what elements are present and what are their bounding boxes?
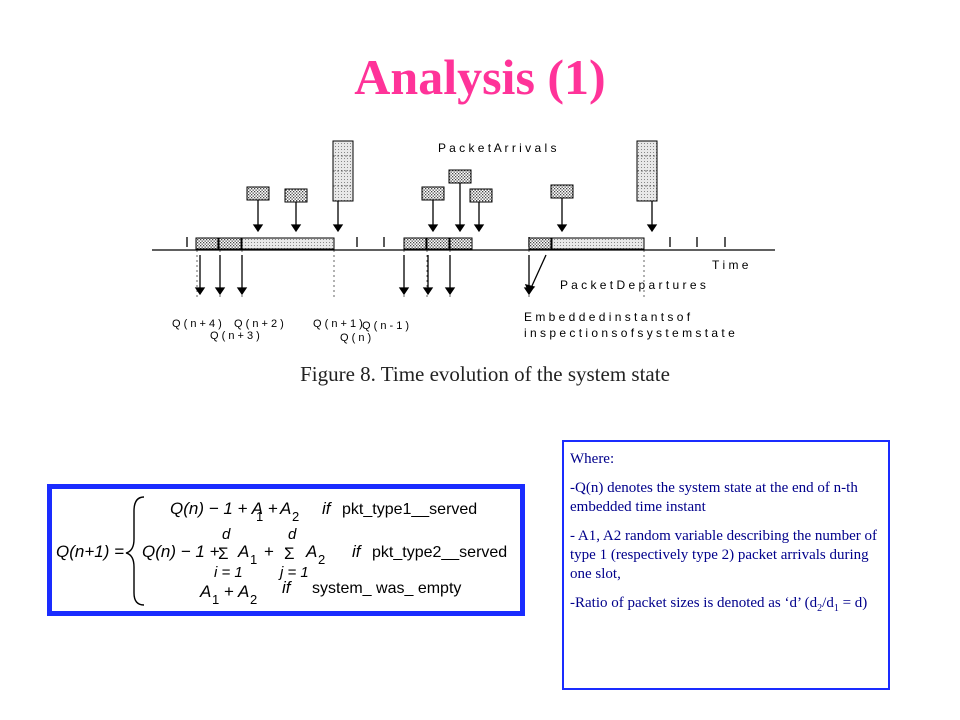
case3-sub1: 1 xyxy=(212,592,219,607)
served-packets xyxy=(195,237,645,250)
where-item-a: - A1, A2 random variable describing the … xyxy=(570,528,878,582)
case2-plus: + xyxy=(264,542,274,561)
slide-title: Analysis (1) xyxy=(354,49,606,105)
where-box: Where: -Q(n) denotes the system state at… xyxy=(562,440,890,690)
case1-a2: A xyxy=(279,499,291,518)
where-item-d: -Ratio of packet sizes is denoted as ‘d’… xyxy=(570,594,880,618)
case2-d2: d xyxy=(288,526,297,543)
case1-expr: Q(n) − 1 + A xyxy=(170,499,263,518)
packet-departures-label: P a c k e t D e p a r t u r e s xyxy=(560,278,706,292)
case2-a1: A xyxy=(237,542,249,561)
q-n-label: Q ( n ) xyxy=(340,332,371,344)
formula-box: Q(n+1) = Q(n) − 1 + A 1 + A 2 if pkt_typ… xyxy=(47,484,525,616)
figure-caption-text: Figure 8. Time evolution of the system s… xyxy=(300,362,670,386)
case3-plus: + xyxy=(224,582,234,601)
case3-a1: A xyxy=(199,582,211,601)
case2-sigma1: Σ xyxy=(218,544,229,563)
where-item-q: -Q(n) denotes the system state at the en… xyxy=(570,480,858,515)
formula-svg: Q(n+1) = Q(n) − 1 + A 1 + A 2 if pkt_typ… xyxy=(56,496,507,607)
where-sub-2: 2 xyxy=(817,603,823,614)
where-item-d-mid: /d xyxy=(822,595,834,611)
case2-d1: d xyxy=(222,526,231,543)
q-n4-label: Q ( n + 4 ) xyxy=(172,318,222,330)
time-label: T i m e xyxy=(712,258,749,272)
case1-cond: pkt_type1__served xyxy=(342,501,477,518)
embedded-instants-label-2: i n s p e c t i o n s o f s y s t e m s … xyxy=(524,326,735,340)
where-sub-1: 1 xyxy=(833,603,839,614)
case2-a2: A xyxy=(305,542,317,561)
case3-if: if xyxy=(282,578,293,597)
departure-arrows xyxy=(194,254,547,296)
departure-guides xyxy=(196,250,645,300)
case2-i-eq-1: i = 1 xyxy=(214,564,243,581)
q-n1-label: Q ( n + 1 ) xyxy=(313,318,363,330)
q-nm1-label: Q ( n - 1 ) xyxy=(362,320,409,332)
case3-sub2: 2 xyxy=(250,592,257,607)
case2-expr: Q(n) − 1 + xyxy=(142,542,220,561)
embedded-instants-label-1: E m b e d d e d i n s t a n t s o f xyxy=(524,310,691,324)
q-n3-label: Q ( n + 3 ) xyxy=(210,330,260,342)
figure-caption: Figure 8. Time evolution of the system s… xyxy=(0,362,960,387)
case2-cond: pkt_type2__served xyxy=(372,544,507,561)
case1-if: if xyxy=(322,499,333,518)
case2-sigma2: Σ xyxy=(284,544,295,563)
q-n2-label: Q ( n + 2 ) xyxy=(234,318,284,330)
formula-lhs: Q(n+1) = xyxy=(56,542,124,561)
case1-sub2: 2 xyxy=(292,509,299,524)
case2-sub1: 1 xyxy=(250,552,257,567)
time-evolution-diagram: P a c k e t A r r i v a l s T i m e P a … xyxy=(152,140,775,344)
arrival-arrows xyxy=(252,183,658,233)
packet-arrivals-label: P a c k e t A r r i v a l s xyxy=(438,141,557,155)
left-brace xyxy=(125,496,145,606)
case2-if: if xyxy=(352,542,363,561)
where-heading: Where: xyxy=(570,451,615,467)
case1-sub1: 1 xyxy=(256,509,263,524)
case2-j-eq-1: j = 1 xyxy=(278,564,309,581)
case2-sub2: 2 xyxy=(318,552,325,567)
case1-plus: + xyxy=(268,499,278,518)
case3-a2: A xyxy=(237,582,249,601)
where-item-d-end: = d) xyxy=(838,595,868,611)
arrival-packets xyxy=(246,140,658,203)
case3-cond: system_ was_ empty xyxy=(312,580,461,597)
where-item-d-start: -Ratio of packet sizes is denoted as ‘d’… xyxy=(570,595,818,611)
